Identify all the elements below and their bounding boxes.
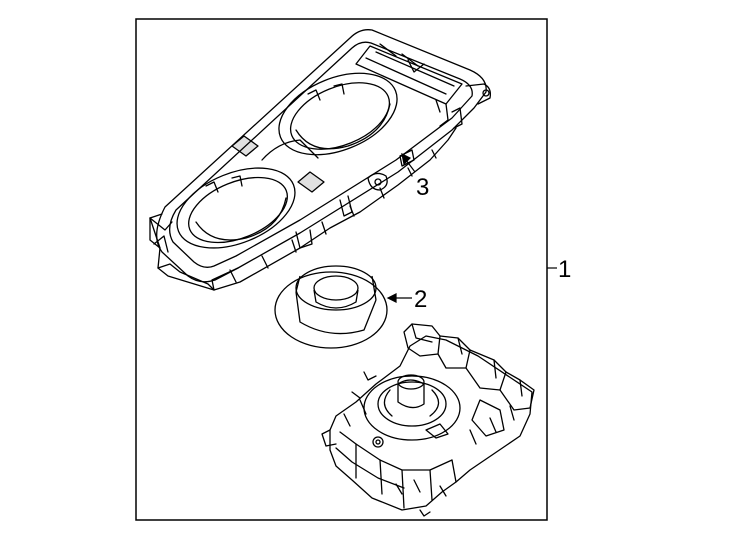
callout-1: 1 <box>558 256 571 283</box>
callout-2: 2 <box>414 286 427 313</box>
callout-2-arrowhead <box>386 293 397 303</box>
callout-3-arrowhead <box>401 152 412 166</box>
bezel-part <box>149 29 492 291</box>
shifter-part <box>321 323 535 517</box>
assembly-border <box>135 18 548 521</box>
leader-lines <box>386 152 557 303</box>
callout-3-leader <box>405 159 416 173</box>
callout-3: 3 <box>416 174 429 201</box>
boot-part <box>274 265 388 349</box>
